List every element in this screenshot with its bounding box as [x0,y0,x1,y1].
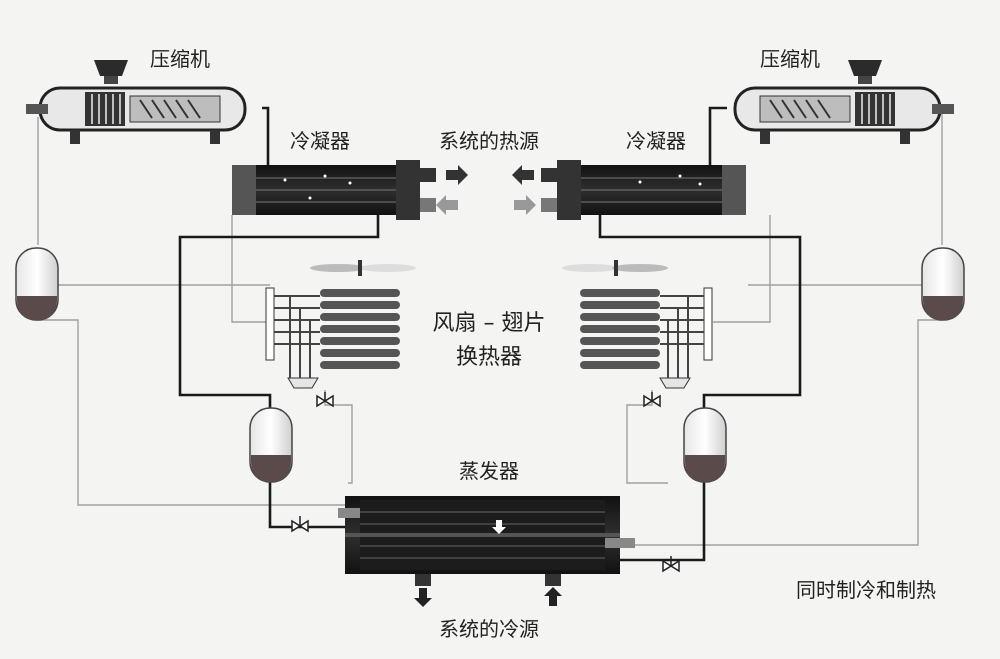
suction-lines [37,112,943,546]
arrow-in-left-icon [436,195,458,215]
right-fan-fin-exchanger [562,260,713,389]
fan-fin-exchanger-label-line1: 风扇 – 翅片 [433,311,546,336]
left-condenser-label: 冷凝器 [290,129,350,153]
valves [291,392,680,573]
left-compressor-label: 压缩机 [150,47,210,71]
diagram-caption: 同时制冷和制热 [796,578,936,602]
left-accumulator [15,247,59,321]
cold-source-label: 系统的冷源 [439,617,539,641]
fan-fin-exchanger-label-line2: 换热器 [456,345,522,370]
flow-down-icon [492,520,506,534]
right-receiver [683,407,727,483]
arrow-out-left-icon [446,165,468,185]
right-compressor [733,60,954,144]
arrow-out-right-icon [512,165,534,185]
heat-source-label: 系统的热源 [439,129,539,153]
liquid-lines [178,106,802,562]
arrow-up-icon [544,587,562,606]
right-compressor-label: 压缩机 [760,47,820,71]
right-accumulator [921,247,965,321]
left-condenser [232,160,436,220]
cold-source-arrows [414,587,562,607]
valve-left-upper-icon [316,392,334,408]
arrow-in-right-icon [514,195,536,215]
right-condenser [541,160,746,220]
left-receiver [249,407,293,483]
evaporator-label: 蒸发器 [459,459,519,483]
heat-source-arrows [436,165,536,215]
evaporator [338,496,635,586]
left-fan-fin-exchanger [265,260,416,389]
valve-right-upper-icon [643,392,661,408]
left-compressor [26,60,247,144]
valve-left-lower-icon [291,516,309,533]
right-condenser-label: 冷凝器 [626,129,686,153]
valve-right-lower-icon [662,556,680,573]
arrow-down-icon [414,588,432,607]
